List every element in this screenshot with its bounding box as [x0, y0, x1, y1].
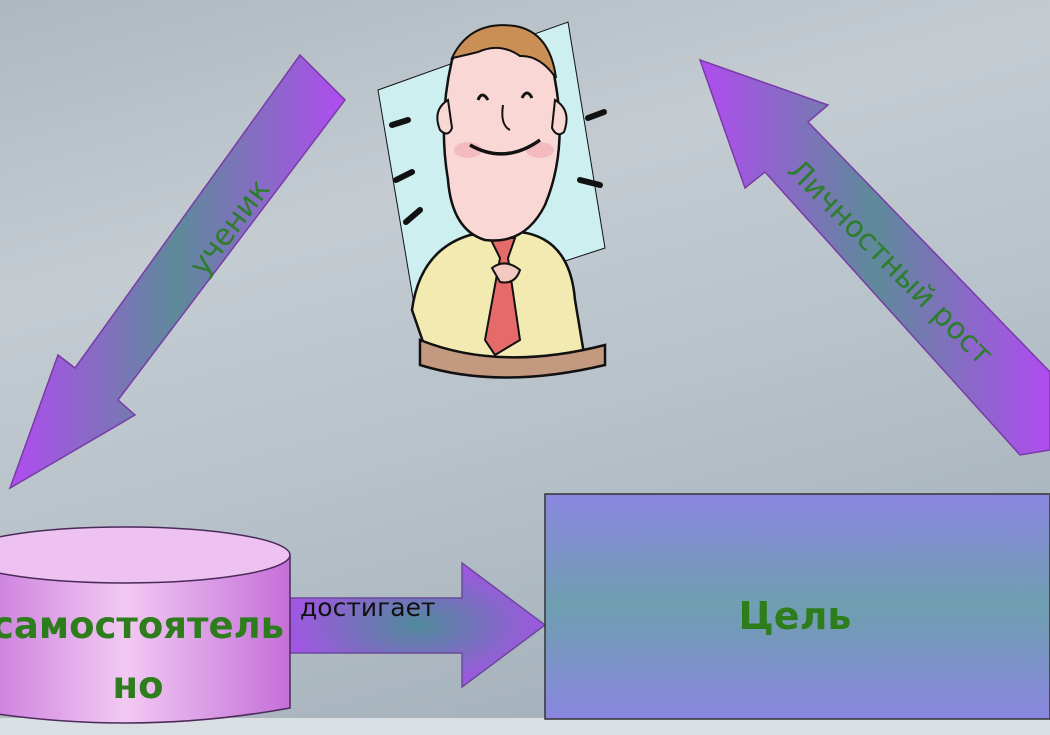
slide-bottom-strip	[0, 718, 1050, 735]
arrow-achieves	[289, 561, 547, 689]
cylinder-label: самостоятельно	[0, 604, 285, 707]
businessman-clipart-icon	[377, 21, 607, 379]
goal-label: Цель	[738, 594, 852, 638]
arrow-achieves-label: достигает	[300, 593, 436, 622]
cylinder-independently	[0, 526, 291, 724]
goal-box	[544, 493, 1050, 720]
arrow-student	[8, 53, 346, 490]
arrow-personal-growth	[698, 58, 1050, 456]
